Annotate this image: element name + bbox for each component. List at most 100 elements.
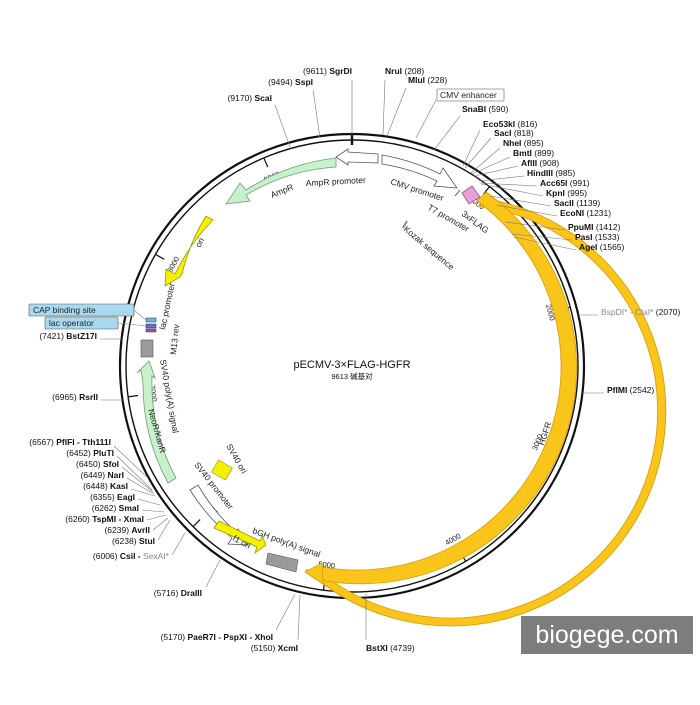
sv40-polya-feature [140, 339, 154, 358]
site-leader [126, 477, 155, 495]
restriction-site: (6260) TspMI - XmaI [65, 514, 167, 524]
site-label: PflMI (2542) [607, 385, 654, 395]
site-leader [205, 559, 221, 588]
site-label: (5716) DraIII [154, 588, 202, 598]
site-label: (5150) XcmI [251, 643, 298, 653]
site-name: PpuMI [568, 222, 594, 232]
site-name: CsiI - [120, 551, 143, 561]
site-name: PflMI [607, 385, 627, 395]
site-label: (6567) PflFI - Tth111I [29, 437, 111, 447]
ori-feature [164, 215, 214, 287]
site-pos: (6567) [29, 437, 56, 447]
restriction-site: (5150) XcmI [251, 594, 301, 653]
site-label: (6450) SfoI [76, 459, 119, 469]
site-name: BmtI [513, 148, 532, 158]
plasmid-size: 9613 碱基对 [331, 371, 373, 381]
site-label: (6448) KasI [83, 481, 128, 491]
site-name: BstZ17I [66, 331, 97, 341]
site-label: (6238) StuI [112, 536, 155, 546]
site-pos: (7421) [39, 331, 66, 341]
site-name: SnaBI [462, 104, 486, 114]
restriction-site: PflMI (2542) [582, 385, 654, 395]
site-label: BmtI (899) [513, 148, 554, 158]
site-label: (6239) AvrII [104, 525, 150, 535]
site-leader [495, 204, 558, 217]
site-label: SnaBI (590) [462, 104, 508, 114]
site-label: (9170) ScaI [228, 93, 272, 103]
sv40-ori-feature [211, 459, 233, 481]
restriction-site: Acc65I (991) [479, 178, 590, 188]
restriction-site: BmtI (899) [471, 148, 554, 175]
site-leader [312, 89, 321, 139]
site-name: SgrDI [329, 66, 352, 76]
sv40-polya-label: SV40 poly(A) signal [158, 359, 181, 434]
cap-leader [133, 309, 147, 321]
site-leader [121, 466, 154, 493]
site-pos: (6238) [112, 536, 139, 546]
site-label: MluI (228) [408, 75, 447, 85]
restriction-site: (6262) SmaI [92, 503, 165, 513]
site-pos: (2542) [627, 385, 654, 395]
site-name: KpnI [546, 188, 565, 198]
site-leader [141, 509, 165, 513]
site-name: ScaI [255, 93, 273, 103]
site-label: (6355) EagI [90, 492, 135, 502]
plasmid-name: pECMV-3×FLAG-HGFR [293, 359, 410, 371]
neor-feature [136, 360, 177, 484]
site-pos: (5170) [161, 632, 188, 642]
restriction-site: Eco53kI (816) [462, 119, 538, 167]
site-leader [513, 236, 577, 251]
site-pos: (590) [486, 104, 508, 114]
site-name: PflFI - Tth111I [56, 437, 111, 447]
site-label: SacI (818) [494, 128, 534, 138]
site-name: NruI [385, 66, 402, 76]
site-pos: (9611) [303, 66, 329, 76]
site-leader [137, 498, 161, 506]
restriction-site: BstXI (4739) [365, 594, 415, 653]
site-label: PpuMI (1412) [568, 222, 621, 232]
site-label: SacII (1139) [554, 198, 600, 208]
site-pos: (991) [567, 178, 589, 188]
site-name: AvrII [131, 525, 150, 535]
site-pos: (1565) [597, 242, 624, 252]
restriction-site: SnaBI (590) [433, 104, 508, 151]
site-pos: (6355) [90, 492, 117, 502]
site-pos: (816) [515, 119, 537, 129]
restriction-site: (5716) DraIII [154, 559, 221, 598]
site-label: BstXI (4739) [366, 643, 415, 653]
bgh-polya-feature [265, 552, 299, 573]
site-label: EcoNI (1231) [560, 208, 611, 218]
site-label: (6262) SmaI [92, 503, 139, 513]
restriction-site: (9611) SgrDI [303, 66, 353, 135]
ampr-label: AmpR [269, 182, 295, 200]
site-pos: (1412) [594, 222, 621, 232]
lac-operator-label: lac operator [49, 318, 94, 328]
cmv-enhancer-leader [415, 99, 437, 139]
site-leader [386, 87, 407, 137]
scale-tick [128, 394, 139, 398]
site-pos: (208) [402, 66, 424, 76]
site-name: AgeI [579, 242, 597, 252]
site-leader [275, 593, 296, 631]
site-name: XcmI [278, 643, 298, 653]
site-leader [462, 129, 481, 167]
restriction-site: (6567) PflFI - Tth111I [29, 437, 149, 479]
site-leader [130, 488, 156, 497]
site-pos: (1533) [593, 232, 620, 242]
restriction-site: (6239) AvrII [104, 517, 169, 535]
site-pos: (6006) [93, 551, 120, 561]
restriction-site: HindIII (985) [478, 168, 575, 182]
site-label: (7421) BstZ17I [39, 331, 97, 341]
m13-mark [145, 328, 157, 333]
site-leader [471, 156, 511, 175]
site-leader [274, 104, 291, 148]
restriction-site: AgeI (1565) [513, 236, 625, 252]
site-label: Eco53kI (816) [483, 119, 538, 129]
site-name: SspI [295, 77, 313, 87]
restriction-site: (6355) EagI [90, 492, 161, 506]
restriction-site: (6238) StuI [112, 519, 171, 546]
site-name: MluI [408, 75, 425, 85]
